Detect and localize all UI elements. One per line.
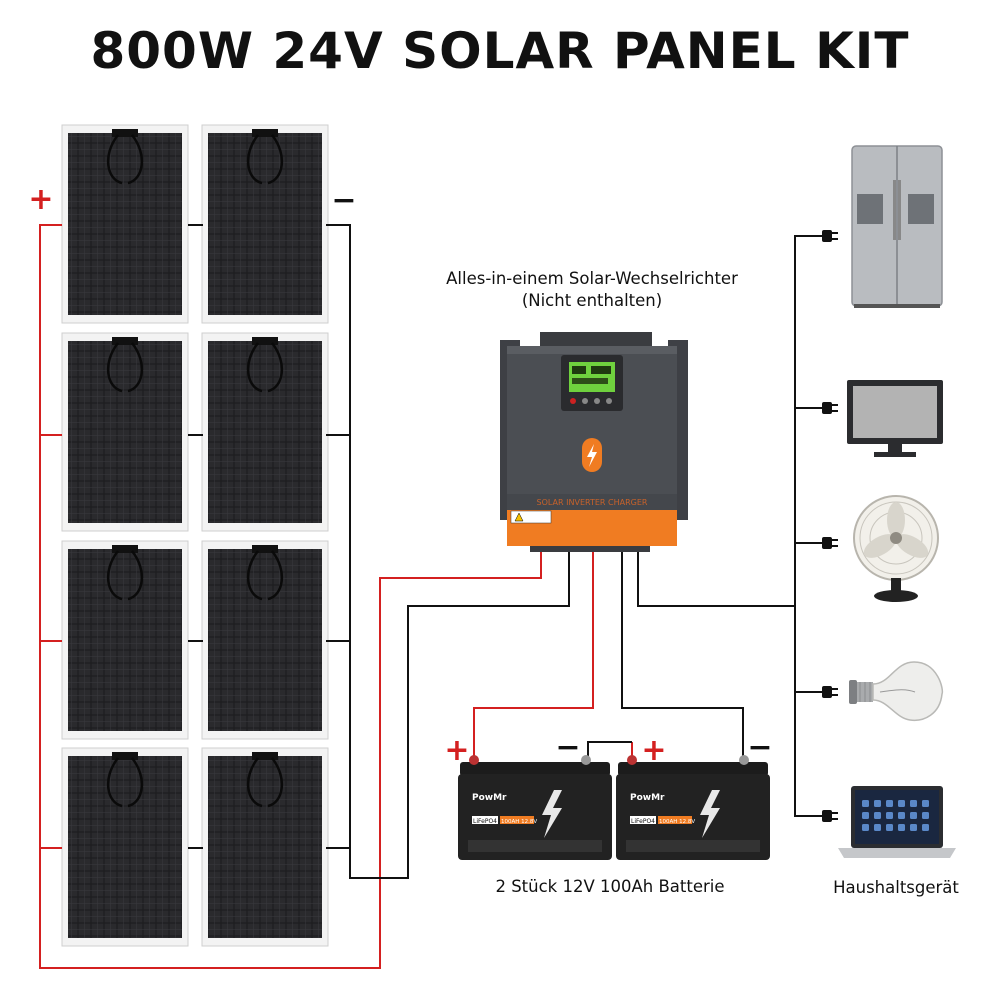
- battery-rating-1: 100AH 12.8V: [501, 819, 537, 825]
- minus-mark-battery1: −: [555, 730, 580, 765]
- lightning-icon: [700, 790, 720, 838]
- positive-wires: [39, 224, 633, 969]
- page-title: 800W 24V SOLAR PANEL KIT: [90, 22, 910, 80]
- inverter-label: Alles-in-einem Solar-Wechselrichter: [446, 269, 738, 288]
- battery-brand-1: PowMr: [472, 793, 507, 803]
- monitor-icon: [847, 380, 943, 457]
- minus-mark-battery2: −: [747, 730, 772, 765]
- minus-mark-panels: −: [331, 183, 356, 218]
- laptop-icon: [838, 786, 956, 858]
- negative-wires: [188, 224, 822, 879]
- light-bulb-icon: [849, 661, 944, 722]
- solar-panel-array: [61, 124, 329, 947]
- appliances-label: Haushaltsgerät: [833, 878, 959, 897]
- fan-icon: [853, 495, 939, 602]
- battery-label: 2 Stück 12V 100Ah Batterie: [495, 877, 724, 896]
- solar-panel-3: [61, 332, 189, 532]
- plug-connectors: [822, 230, 838, 822]
- battery-chem-1: LiFePO4: [473, 818, 497, 825]
- solar-panel-2: [201, 124, 329, 324]
- inverter-note: (Nicht enthalten): [522, 291, 662, 310]
- plus-mark-panels: +: [28, 182, 53, 217]
- inverter-brand-text: SOLAR INVERTER CHARGER: [537, 498, 648, 507]
- inverter-unit: SOLAR INVERTER CHARGER: [500, 332, 688, 552]
- solar-panel-8: [201, 747, 329, 947]
- solar-panel-1: [61, 124, 189, 324]
- solar-panel-6: [201, 540, 329, 740]
- solar-panel-5: [61, 540, 189, 740]
- solar-panel-4: [201, 332, 329, 532]
- solar-panel-7: [61, 747, 189, 947]
- battery-chem-2: LiFePO4: [631, 818, 655, 825]
- refrigerator-icon: [851, 145, 943, 308]
- battery-brand-2: PowMr: [630, 793, 665, 803]
- battery-rating-2: 100AH 12.8V: [659, 819, 695, 825]
- lightning-icon: [542, 790, 562, 838]
